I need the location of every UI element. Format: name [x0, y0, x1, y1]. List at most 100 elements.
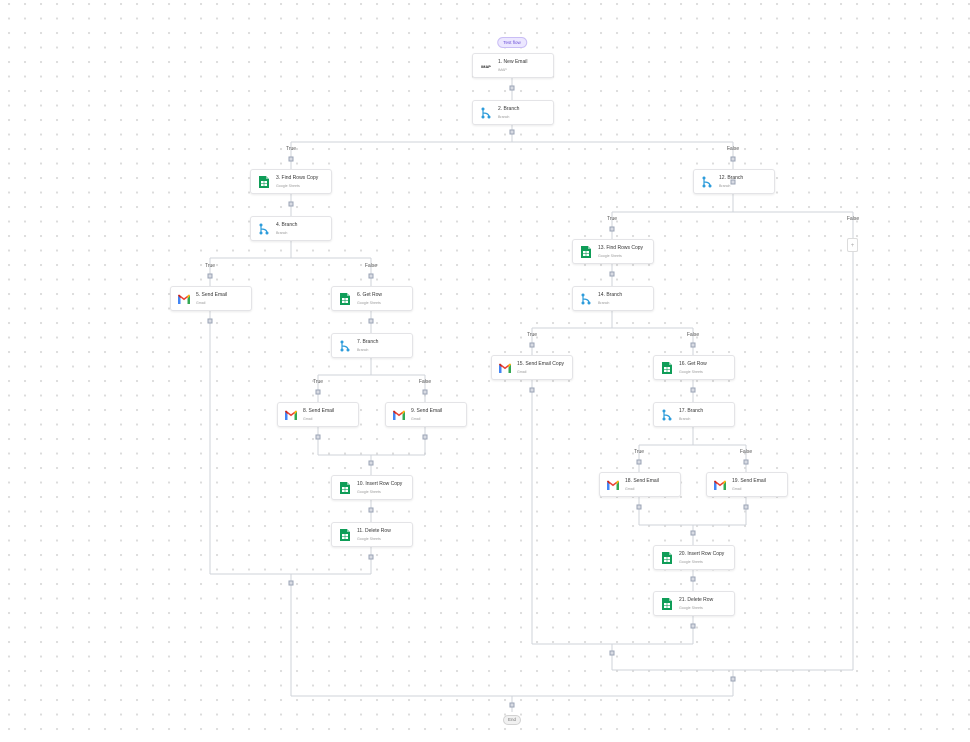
step-title: 4. Branch: [276, 222, 298, 228]
step-title: 16. Get Row: [679, 361, 707, 367]
connector-add-dot[interactable]: [315, 389, 321, 395]
connector-add-dot[interactable]: [207, 318, 213, 324]
branch-label-false: False: [846, 216, 860, 222]
step-app-name: Google Sheets: [679, 370, 703, 374]
connector-add-dot[interactable]: [529, 342, 535, 348]
step-title: 5. Send Email: [196, 292, 228, 298]
connector-add-dot[interactable]: [288, 156, 294, 162]
branch-label-false: False: [418, 379, 432, 385]
step-title: 19. Send Email: [732, 478, 766, 484]
connector-add-dot[interactable]: [743, 504, 749, 510]
step-app-name: Gmail: [411, 417, 421, 421]
branch-label-true: True: [633, 449, 645, 455]
connector-add-dot[interactable]: [690, 623, 696, 629]
connector-add-dot[interactable]: [509, 85, 515, 91]
step-title: 12. Branch: [719, 175, 744, 181]
connector-add-dot[interactable]: [636, 504, 642, 510]
connector-add-dot[interactable]: [422, 434, 428, 440]
connector-add-dot[interactable]: [368, 273, 374, 279]
step-title: 6. Get Row: [357, 292, 383, 298]
branch-icon: [257, 222, 271, 236]
connector-add-dot[interactable]: [509, 129, 515, 135]
step-title: 1. New Email: [498, 59, 528, 65]
step-app-name: Google Sheets: [679, 606, 703, 610]
connector-add-dot[interactable]: [690, 530, 696, 536]
google-sheets-icon: [579, 245, 593, 259]
branch-label-false: False: [726, 146, 740, 152]
step-title: 15. Send Email Copy: [517, 361, 564, 367]
connector-add-dot[interactable]: [730, 179, 736, 185]
connector-add-dot[interactable]: [730, 676, 736, 682]
gmail-icon: [713, 478, 727, 492]
connector-add-dot[interactable]: [509, 702, 515, 708]
connector-add-dot[interactable]: [730, 156, 736, 162]
google-sheets-icon: [660, 361, 674, 375]
branch-icon: [700, 175, 714, 189]
connector-add-dot[interactable]: [609, 271, 615, 277]
connector-add-dot[interactable]: [743, 459, 749, 465]
connector-add-dot[interactable]: [609, 226, 615, 232]
connector-add-dot[interactable]: [609, 650, 615, 656]
connector-add-dot[interactable]: [315, 434, 321, 440]
google-sheets-icon: [660, 551, 674, 565]
step-app-name: Google Sheets: [357, 490, 381, 494]
step-app-name: Branch: [498, 115, 510, 119]
connector-add-dot[interactable]: [368, 318, 374, 324]
connector-add-dot[interactable]: [690, 387, 696, 393]
add-step-button[interactable]: +: [847, 238, 858, 252]
branch-label-false: False: [686, 332, 700, 338]
branch-label-true: True: [312, 379, 324, 385]
connector-add-dot[interactable]: [368, 507, 374, 513]
step-app-name: Gmail: [517, 370, 527, 374]
step-title: 14. Branch: [598, 292, 623, 298]
connector-add-dot[interactable]: [690, 576, 696, 582]
connector-add-dot[interactable]: [636, 459, 642, 465]
google-sheets-icon: [338, 292, 352, 306]
step-app-name: IMAP: [498, 68, 507, 72]
step-title: 7. Branch: [357, 339, 379, 345]
test-flow-button[interactable]: Test flow: [497, 37, 527, 48]
connector-add-dot[interactable]: [288, 580, 294, 586]
gmail-icon: [606, 478, 620, 492]
step-app-name: Gmail: [303, 417, 313, 421]
step-app-name: Google Sheets: [357, 301, 381, 305]
step-app-name: Branch: [598, 301, 610, 305]
step-title: 13. Find Rows Copy: [598, 245, 644, 251]
branch-label-true: True: [285, 146, 297, 152]
step-app-name: Branch: [357, 348, 369, 352]
connector-add-dot[interactable]: [207, 273, 213, 279]
connector-add-dot[interactable]: [529, 387, 535, 393]
step-app-name: Branch: [679, 417, 691, 421]
step-app-name: Gmail: [625, 487, 635, 491]
connector-add-dot[interactable]: [368, 460, 374, 466]
connector-add-dot[interactable]: [422, 389, 428, 395]
connector-add-dot[interactable]: [288, 201, 294, 207]
gmail-icon: [498, 361, 512, 375]
end-node: End: [502, 715, 522, 725]
step-title: 2. Branch: [498, 106, 520, 112]
connector-add-dot[interactable]: [368, 554, 374, 560]
connector-add-dot[interactable]: [690, 342, 696, 348]
step-title: 8. Send Email: [303, 408, 335, 414]
